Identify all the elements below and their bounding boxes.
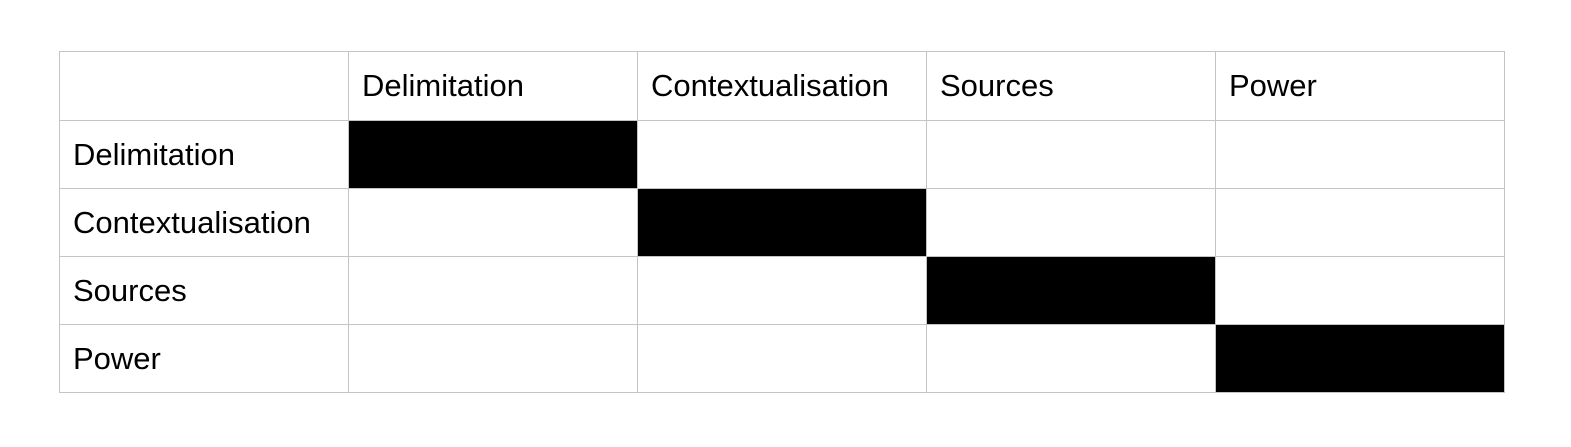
matrix-cell-empty: [926, 324, 1216, 393]
matrix-cell-empty: [637, 256, 927, 325]
matrix-cell-empty: [926, 188, 1216, 257]
matrix-cell-empty: [1215, 256, 1505, 325]
column-header-power: Power: [1215, 51, 1505, 121]
column-header-contextualisation: Contextualisation: [637, 51, 927, 121]
row-header-power: Power: [59, 324, 349, 393]
matrix-cell-filled: [637, 188, 927, 257]
matrix-cell-filled: [926, 256, 1216, 325]
matrix-cell-empty: [348, 188, 638, 257]
matrix-cell-filled: [348, 120, 638, 189]
table-row: Power: [59, 324, 1505, 393]
column-header-sources: Sources: [926, 51, 1216, 121]
row-header-sources: Sources: [59, 256, 349, 325]
matrix-cell-empty: [1215, 188, 1505, 257]
row-header-delimitation: Delimitation: [59, 120, 349, 189]
table-row: Delimitation: [59, 120, 1505, 189]
column-header-delimitation: Delimitation: [348, 51, 638, 121]
matrix-cell-empty: [637, 120, 927, 189]
matrix-cell-empty: [637, 324, 927, 393]
row-header-contextualisation: Contextualisation: [59, 188, 349, 257]
matrix-cell-empty: [1215, 120, 1505, 189]
matrix-cell-empty: [348, 324, 638, 393]
matrix-cell-empty: [926, 120, 1216, 189]
table-row: Contextualisation: [59, 188, 1505, 257]
corner-cell: [59, 51, 349, 121]
table-row: Sources: [59, 256, 1505, 325]
matrix-cell-filled: [1215, 324, 1505, 393]
matrix-cell-empty: [348, 256, 638, 325]
